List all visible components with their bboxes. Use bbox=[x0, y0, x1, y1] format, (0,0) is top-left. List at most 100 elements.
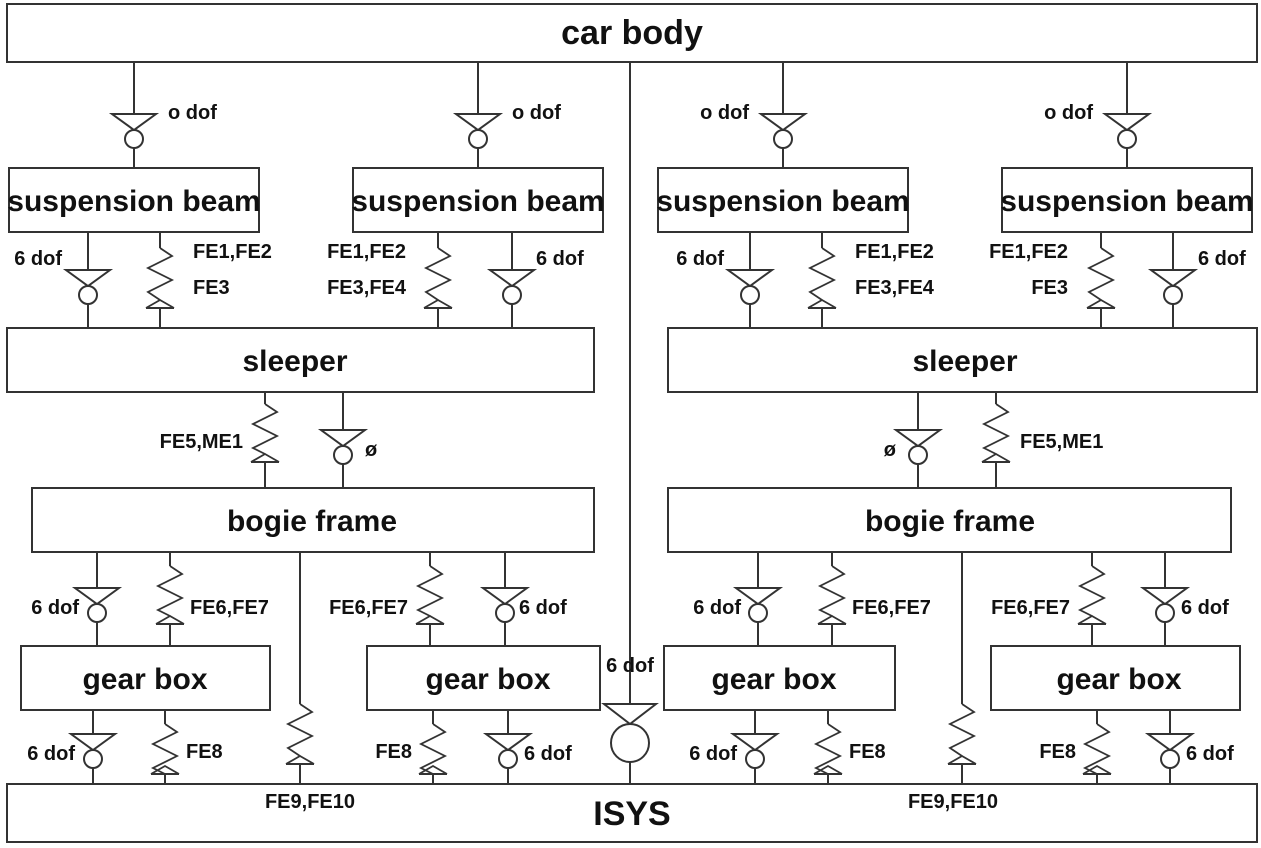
block-sleeper-right: sleeper bbox=[667, 327, 1258, 393]
dof-label: 6 dof bbox=[689, 743, 737, 765]
joint-symbol bbox=[482, 733, 534, 769]
car-body-label: car body bbox=[561, 14, 703, 52]
spring-symbol bbox=[981, 403, 1011, 463]
dof-label: 6 dof bbox=[1181, 597, 1229, 619]
spring-symbol bbox=[423, 247, 453, 309]
spring-label: FE8 bbox=[849, 741, 886, 763]
spring-label: FE3,FE4 bbox=[855, 277, 935, 299]
block-suspension-beam-2: suspension beam bbox=[351, 167, 605, 233]
angle-label: ø bbox=[884, 439, 897, 461]
suspension-beam-label: suspension beam bbox=[7, 185, 260, 218]
spring-symbol bbox=[807, 247, 837, 309]
dof-label: o dof bbox=[168, 102, 217, 124]
spring-symbol bbox=[145, 247, 175, 309]
spring-label: FE8 bbox=[186, 741, 223, 763]
isys-label: ISYS bbox=[593, 795, 670, 833]
joint-symbols bbox=[62, 113, 1199, 769]
spring-label: FE6,FE7 bbox=[852, 597, 931, 619]
gear-box-label: gear box bbox=[425, 663, 550, 696]
spring-label: FE6,FE7 bbox=[991, 597, 1070, 619]
block-gear-box-1: gear box bbox=[20, 645, 271, 711]
spring-label: FE6,FE7 bbox=[329, 597, 408, 619]
block-bogie-frame-right: bogie frame bbox=[667, 487, 1232, 553]
spring-symbol bbox=[947, 703, 977, 765]
spring-label: FE3 bbox=[193, 277, 230, 299]
joint-symbol bbox=[732, 587, 784, 623]
spring-label: FE8 bbox=[375, 741, 412, 763]
block-bogie-frame-left: bogie frame bbox=[31, 487, 595, 553]
block-gear-box-3: gear box bbox=[663, 645, 896, 711]
gear-box-label: gear box bbox=[82, 663, 207, 696]
spring-symbol bbox=[1077, 565, 1107, 625]
dof-label: 6 dof bbox=[606, 655, 654, 677]
joint-symbol bbox=[71, 587, 123, 623]
spring-symbol bbox=[285, 703, 315, 765]
dof-label: 6 dof bbox=[519, 597, 567, 619]
dof-label: 6 dof bbox=[1186, 743, 1234, 765]
spring-label: FE9,FE10 bbox=[265, 791, 355, 813]
dof-label: 6 dof bbox=[1198, 248, 1246, 270]
spring-symbol bbox=[817, 565, 847, 625]
spring-symbol bbox=[1082, 723, 1112, 775]
dof-label: o dof bbox=[700, 102, 749, 124]
dof-label: 6 dof bbox=[693, 597, 741, 619]
spring-symbol bbox=[150, 723, 180, 775]
spring-label: FE3 bbox=[1031, 277, 1068, 299]
suspension-beam-label: suspension beam bbox=[1000, 185, 1253, 218]
dof-label: 6 dof bbox=[27, 743, 75, 765]
angle-label: ø bbox=[365, 439, 378, 461]
spring-symbols bbox=[145, 247, 1116, 775]
gear-box-label: gear box bbox=[711, 663, 836, 696]
block-isys: ISYS bbox=[6, 783, 1258, 843]
dof-label: 6 dof bbox=[524, 743, 572, 765]
dof-label: 6 dof bbox=[536, 248, 584, 270]
spring-label: FE9,FE10 bbox=[908, 791, 998, 813]
spring-label: FE1,FE2 bbox=[989, 241, 1068, 263]
connection-lines bbox=[87, 62, 1174, 784]
joint-symbol bbox=[1147, 269, 1199, 305]
joint-symbol bbox=[724, 269, 776, 305]
spring-label: FE3,FE4 bbox=[327, 277, 407, 299]
dof-label: o dof bbox=[1044, 102, 1093, 124]
block-sleeper-left: sleeper bbox=[6, 327, 595, 393]
joint-symbol bbox=[729, 733, 781, 769]
spring-symbol bbox=[415, 565, 445, 625]
block-suspension-beam-4: suspension beam bbox=[1000, 167, 1254, 233]
joint-symbol bbox=[1144, 733, 1196, 769]
bogie-frame-label: bogie frame bbox=[227, 505, 397, 538]
block-suspension-beam-3: suspension beam bbox=[656, 167, 910, 233]
spring-symbol bbox=[1086, 247, 1116, 309]
spring-label: FE1,FE2 bbox=[193, 241, 272, 263]
joint-symbol bbox=[486, 269, 538, 305]
block-gear-box-4: gear box bbox=[990, 645, 1241, 711]
joint-symbol-large bbox=[601, 703, 659, 763]
dof-label: 6 dof bbox=[14, 248, 62, 270]
joint-symbol bbox=[757, 113, 809, 149]
dof-label: o dof bbox=[512, 102, 561, 124]
joint-symbol bbox=[892, 429, 944, 465]
gear-box-label: gear box bbox=[1056, 663, 1181, 696]
spring-label: FE1,FE2 bbox=[855, 241, 934, 263]
dof-label: 6 dof bbox=[31, 597, 79, 619]
joint-symbol bbox=[108, 113, 160, 149]
spring-label: FE5,ME1 bbox=[160, 431, 243, 453]
block-car-body: car body bbox=[6, 3, 1258, 63]
joint-symbol bbox=[67, 733, 119, 769]
spring-label: FE5,ME1 bbox=[1020, 431, 1103, 453]
joint-symbol bbox=[62, 269, 114, 305]
sleeper-label: sleeper bbox=[242, 345, 347, 378]
sleeper-label: sleeper bbox=[912, 345, 1017, 378]
joint-symbol bbox=[479, 587, 531, 623]
spring-symbol bbox=[418, 723, 448, 775]
spring-symbol bbox=[155, 565, 185, 625]
spring-symbol bbox=[250, 403, 280, 463]
joint-symbol bbox=[1101, 113, 1153, 149]
suspension-beam-label: suspension beam bbox=[351, 185, 604, 218]
spring-symbol bbox=[813, 723, 843, 775]
element-labels: o dof o dof o dof o dof 6 dof FE1,FE2 FE… bbox=[14, 102, 1246, 813]
joint-symbol bbox=[317, 429, 369, 465]
dof-label: 6 dof bbox=[676, 248, 724, 270]
block-gear-box-2: gear box bbox=[366, 645, 601, 711]
spring-label: FE8 bbox=[1039, 741, 1076, 763]
